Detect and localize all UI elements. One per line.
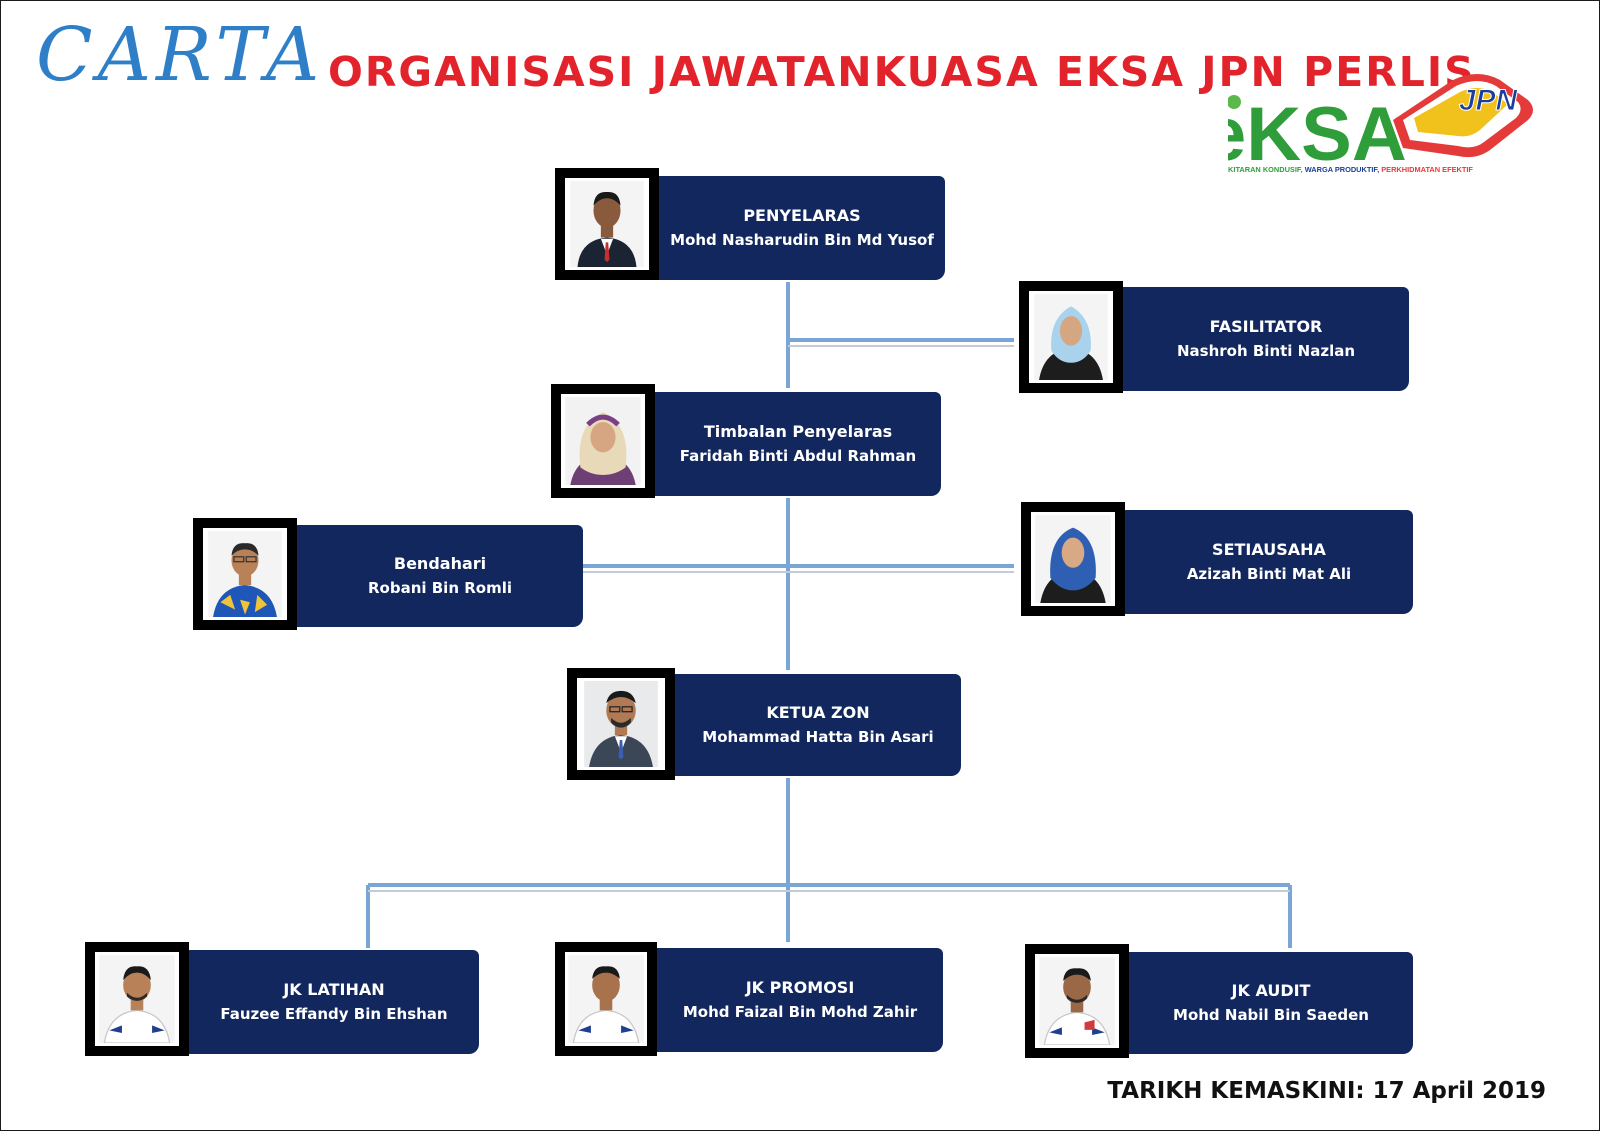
member-name: Fauzee Effandy Bin Ehshan (220, 1005, 448, 1023)
role-label: Bendahari (393, 554, 487, 573)
role-label: JK LATIHAN (283, 980, 385, 999)
role-label: Timbalan Penyelaras (703, 422, 893, 441)
member-name: Mohammad Hatta Bin Asari (702, 728, 934, 746)
logo-text: eKSA (1228, 92, 1407, 177)
card-jk-audit: JK AUDIT Mohd Nabil Bin Saeden (1129, 952, 1413, 1054)
person-female-icon (565, 397, 641, 485)
photo-jk-promosi (555, 942, 657, 1056)
member-name: Mohd Nasharudin Bin Md Yusof (670, 231, 934, 249)
person-male-icon (570, 181, 644, 267)
logo-badge-text: JPN (1459, 84, 1519, 117)
role-label: JK PROMOSI (745, 978, 855, 997)
person-female-icon (1034, 294, 1108, 380)
svg-text:PERSEKITARAN KONDUSIF, WAR: PERSEKITARAN KONDUSIF, WARGA PRODUKTIF, … (1228, 165, 1473, 174)
card-penyelaras: PENYELARAS Mohd Nasharudin Bin Md Yusof (659, 176, 945, 280)
card-jk-latihan: JK LATIHAN Fauzee Effandy Bin Ehshan (189, 950, 479, 1054)
card-fasilitator: FASILITATOR Nashroh Binti Nazlan (1123, 287, 1409, 391)
card-ketua-zon: KETUA ZON Mohammad Hatta Bin Asari (675, 674, 961, 776)
photo-setiausaha (1021, 502, 1125, 616)
photo-bendahari (193, 518, 297, 630)
member-name: Faridah Binti Abdul Rahman (679, 447, 917, 465)
role-label: SETIAUSAHA (1212, 540, 1326, 559)
photo-penyelaras (555, 168, 659, 280)
role-label: PENYELARAS (743, 206, 861, 225)
logo-tagline-3: PERKHIDMATAN EFEKTIF (1381, 165, 1473, 174)
page-title: ORGANISASI JAWATANKUASA EKSA JPN PERLIS (328, 48, 1476, 96)
member-name: Robani Bin Romli (367, 579, 512, 597)
member-name: Mohd Nabil Bin Saeden (1173, 1006, 1369, 1024)
jpn-badge: JPN (1393, 74, 1533, 158)
photo-fasilitator (1019, 281, 1123, 393)
card-bendahari: Bendahari Robani Bin Romli (297, 525, 583, 627)
photo-ketua-zon (567, 668, 675, 780)
eksa-jpn-logo: JPN eKSA PERSEKITARAN KONDUSIF, WARGA PR… (1228, 74, 1533, 177)
person-male-icon (568, 955, 644, 1043)
person-male-icon (584, 681, 658, 767)
eksa-wordmark: eKSA (1228, 92, 1407, 177)
title-prefix: CARTA (36, 12, 325, 98)
card-timbalan-penyelaras: Timbalan Penyelaras Faridah Binti Abdul … (655, 392, 941, 496)
photo-jk-audit (1025, 944, 1129, 1058)
role-label: KETUA ZON (766, 703, 870, 722)
logo-tagline-2: WARGA PRODUKTIF, (1305, 165, 1379, 174)
logo-tagline-1: PERSEKITARAN KONDUSIF, (1228, 165, 1303, 174)
member-name: Nashroh Binti Nazlan (1176, 342, 1356, 360)
card-setiausaha: SETIAUSAHA Azizah Binti Mat Ali (1125, 510, 1413, 614)
member-name: Mohd Faizal Bin Mohd Zahir (682, 1003, 918, 1021)
photo-timbalan-penyelaras (551, 384, 655, 498)
role-label: FASILITATOR (1209, 317, 1323, 336)
member-name: Azizah Binti Mat Ali (1186, 565, 1352, 583)
person-male-icon (99, 955, 175, 1043)
person-female-icon (1035, 515, 1111, 603)
role-label: JK AUDIT (1231, 981, 1311, 1000)
photo-jk-latihan (85, 942, 189, 1056)
person-male-icon (1039, 957, 1115, 1045)
last-updated-date: TARIKH KEMASKINI: 17 April 2019 (1107, 1078, 1546, 1104)
card-jk-promosi: JK PROMOSI Mohd Faizal Bin Mohd Zahir (657, 948, 943, 1052)
person-male-icon (208, 531, 282, 617)
